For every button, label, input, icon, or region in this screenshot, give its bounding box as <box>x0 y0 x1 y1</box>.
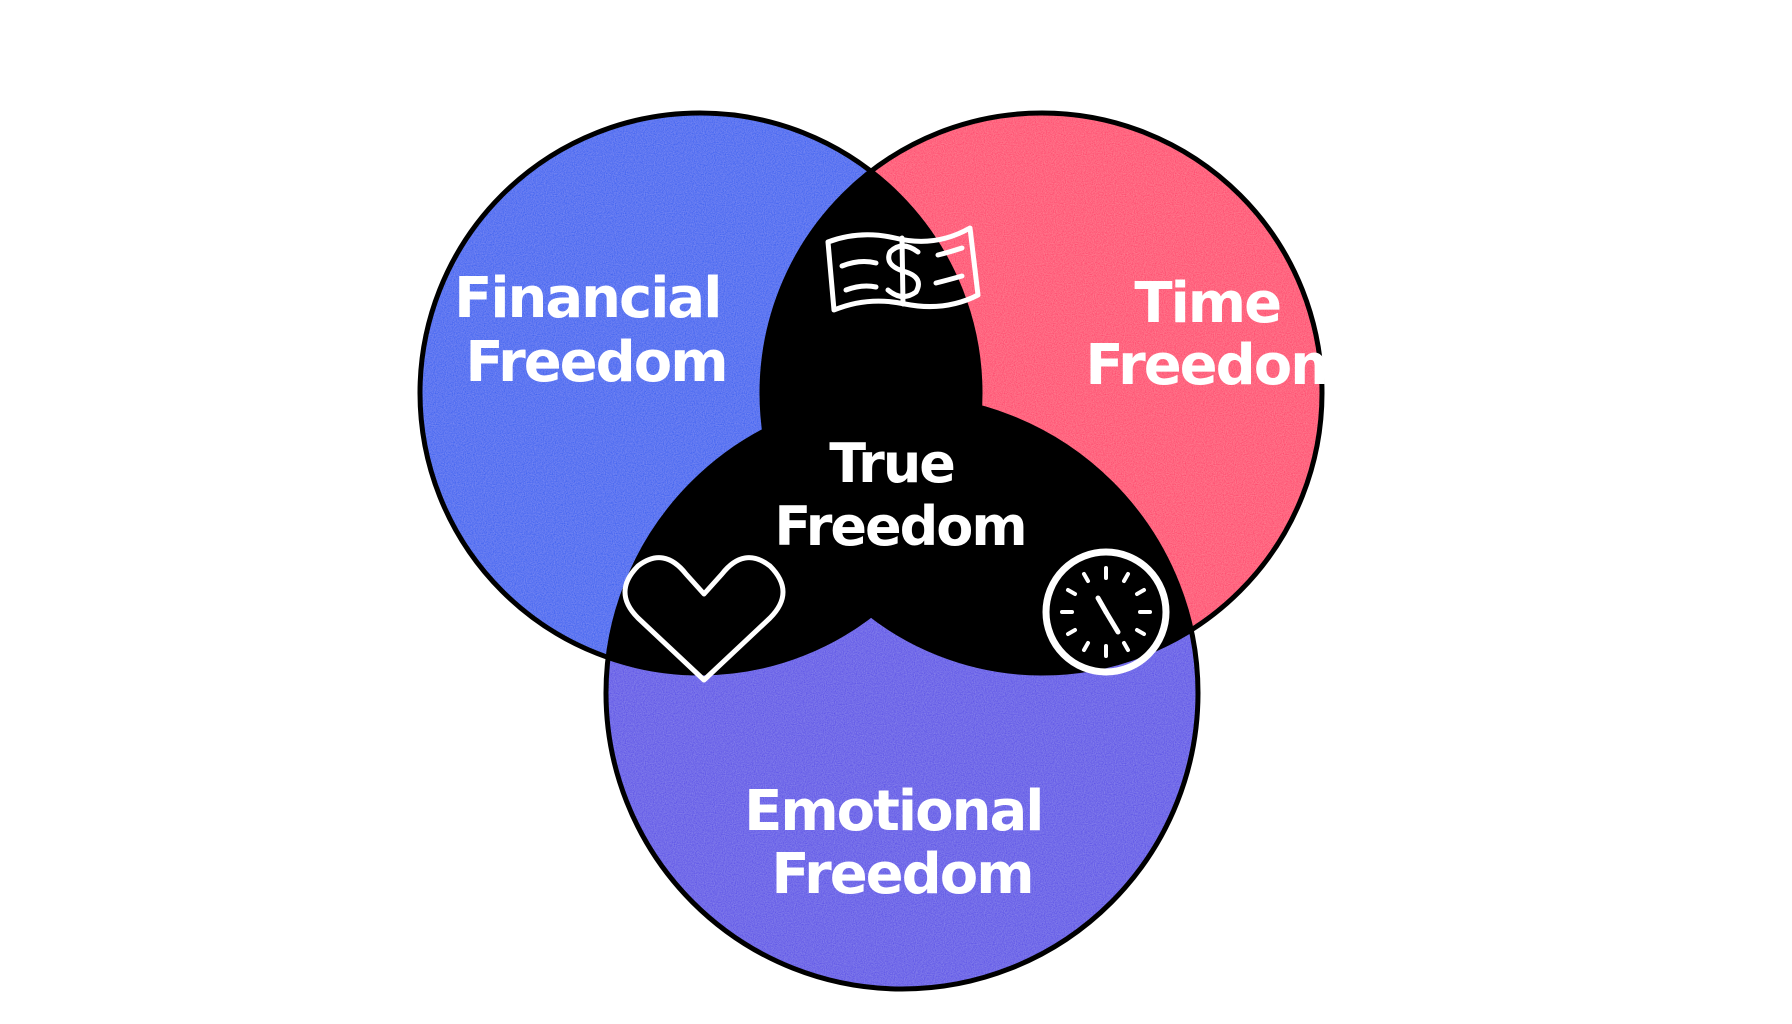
time-label: Time Freedom <box>1085 271 1346 398</box>
time-label-line1: Time <box>1134 271 1280 336</box>
money-bill-icon <box>825 225 981 313</box>
emotional-label: Emotional Freedom <box>744 779 1060 907</box>
heart-icon <box>622 555 786 683</box>
time-label-line2: Freedom <box>1085 333 1346 398</box>
financial-label-line1: Financial <box>454 266 720 331</box>
financial-label: Financial Freedom <box>454 266 738 395</box>
intersection-time-emotional <box>762 397 1198 673</box>
financial-label-line2: Freedom <box>465 330 726 395</box>
time-outline <box>759 110 1325 676</box>
center-label-line1: True <box>829 432 954 495</box>
center-label: True Freedom <box>774 432 1025 558</box>
intersection-financial-emotional <box>606 397 980 673</box>
clock-icon <box>1042 548 1170 676</box>
center-label-line2: Freedom <box>774 495 1025 558</box>
emotional-label-line2: Freedom <box>771 842 1032 907</box>
emotional-label-line1: Emotional <box>744 779 1042 844</box>
emotional-outline <box>603 394 1201 992</box>
